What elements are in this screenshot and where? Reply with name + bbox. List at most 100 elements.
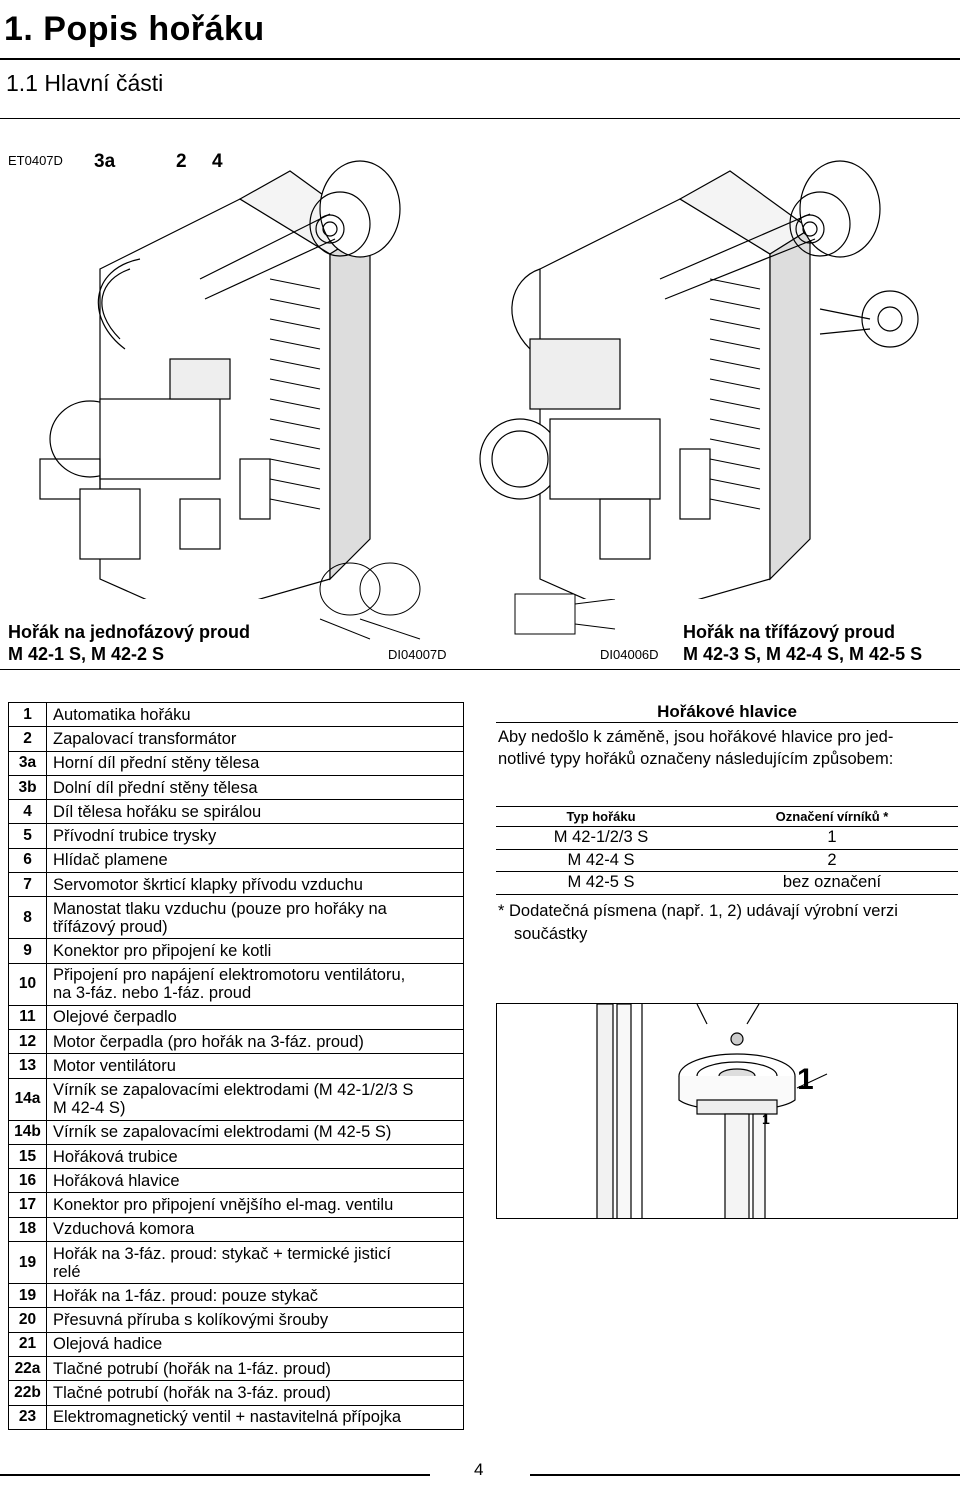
part-description: Hořák na 3-fáz. proud: stykač + termické… — [46, 1241, 464, 1285]
footnote: * Dodatečná písmena (např. 1, 2) udávají… — [498, 900, 960, 946]
part-number: 14b — [8, 1119, 47, 1145]
part-description-line: na 3-fáz. nebo 1-fáz. proud — [53, 984, 252, 1003]
part-description: Zapalovací transformátor — [46, 726, 464, 752]
part-description: Konektor pro připojení vnějšího el-mag. … — [46, 1192, 464, 1218]
part-description-line: Vírník se zapalovacími elektrodami (M 42… — [53, 1081, 414, 1100]
part-number: 18 — [8, 1216, 47, 1243]
page-title: 1. Popis hořáku — [4, 10, 265, 48]
part-description-line: Připojení pro napájení elektromotoru ven… — [53, 966, 406, 985]
part-description-line: M 42-4 S) — [53, 1099, 126, 1118]
burner-heads-rule — [496, 722, 958, 723]
part-description: Vírník se zapalovacími elektrodami (M 42… — [46, 1077, 464, 1121]
part-number: 6 — [8, 847, 47, 874]
caption-single-phase-title: Hořák na jednofázový proud — [8, 622, 251, 642]
burner-type: M 42-1/2/3 S — [496, 826, 706, 850]
burner-heads-title: Hořákové hlavice — [657, 702, 797, 721]
title-rule — [0, 58, 960, 60]
footer-rule-left — [0, 1474, 430, 1476]
burner-heads-table: Typ hořáku Označení vírníků * M 42-1/2/3… — [496, 806, 958, 895]
table-row: 8 Manostat tlaku vzduchu (pouze pro hořák… — [8, 896, 464, 940]
table-header-row: Typ hořáku Označení vírníků * — [496, 806, 958, 827]
part-description-line: třífázový proud) — [53, 917, 168, 936]
part-number: 19 — [8, 1283, 47, 1309]
part-description-line: Manostat tlaku vzduchu (pouze pro hořáky… — [53, 899, 387, 918]
part-number: 10 — [8, 962, 47, 1006]
part-number: 3b — [8, 774, 47, 801]
part-description: Tlačné potrubí (hořák na 3-fáz. proud) — [46, 1380, 464, 1406]
part-description: Díl tělesa hořáku se spirálou — [46, 799, 464, 825]
part-description-line: Hořák na 3-fáz. proud: stykač + termické… — [53, 1244, 391, 1263]
part-number: 16 — [8, 1168, 47, 1194]
part-number: 17 — [8, 1192, 47, 1218]
part-description: Tlačné potrubí (hořák na 1-fáz. proud) — [46, 1355, 464, 1382]
swirler-mark: 2 — [706, 849, 958, 872]
figure-code-right: DI04006D — [600, 647, 659, 662]
part-number: 13 — [8, 1053, 47, 1079]
burner-type: M 42-5 S — [496, 871, 706, 895]
photo-label-1: 1 — [797, 1063, 814, 1096]
part-description: Hořák na 1-fáz. proud: pouze stykač — [46, 1283, 464, 1309]
burner-figure: ET0407D 3a 2 4 — [0, 118, 960, 670]
part-description: Hlídač plamene — [46, 847, 464, 874]
part-number: 4 — [8, 799, 47, 825]
page-number: 4 — [474, 1460, 484, 1479]
part-description: Horní díl přední stěny tělesa — [46, 750, 464, 776]
swirler-mark: 1 — [706, 826, 958, 850]
part-description-line: relé — [53, 1262, 81, 1281]
part-description: Elektromagnetický ventil + nastavitelná … — [46, 1404, 464, 1430]
figure-code-left: DI04007D — [388, 647, 447, 662]
part-number: 23 — [8, 1404, 47, 1430]
part-description: Připojení pro napájení elektromotoru ven… — [46, 962, 464, 1006]
connector-drawing — [514, 593, 616, 635]
swirler-mark: bez označení — [706, 871, 958, 895]
part-description: Motor ventilátoru — [46, 1053, 464, 1079]
part-description: Dolní díl přední stěny tělesa — [46, 774, 464, 801]
part-number: 7 — [8, 872, 47, 898]
part-number: 8 — [8, 896, 47, 940]
part-number: 19 — [8, 1241, 47, 1285]
part-number: 21 — [8, 1331, 47, 1357]
part-number: 12 — [8, 1028, 47, 1055]
part-number: 14a — [8, 1077, 47, 1121]
callout-2: 2 — [176, 151, 187, 172]
three-phase-burner-drawing — [479, 160, 919, 599]
part-description: Servomotor škrticí klapky přívodu vzduch… — [46, 872, 464, 898]
burner-heads-text-line: notlivé typy hořáků označeny následující… — [498, 750, 894, 768]
single-phase-burner-drawing — [39, 160, 401, 599]
oil-hoses-drawing — [319, 562, 421, 640]
footer-rule-right — [530, 1474, 960, 1476]
part-number: 20 — [8, 1307, 47, 1333]
caption-three-phase-models: M 42-3 S, M 42-4 S, M 42-5 S — [683, 644, 923, 664]
part-number: 22b — [8, 1380, 47, 1406]
part-description: Vzduchová komora — [46, 1216, 464, 1243]
part-description: Manostat tlaku vzduchu (pouze pro hořáky… — [46, 896, 464, 940]
part-description: Motor čerpadla (pro hořák na 3-fáz. prou… — [46, 1028, 464, 1055]
part-number: 11 — [8, 1004, 47, 1030]
caption-single-phase-models: M 42-1 S, M 42-2 S — [8, 644, 165, 664]
part-number: 1 — [8, 701, 47, 728]
table-row: 10 Připojení pro napájení elektromotoru v… — [8, 962, 464, 1006]
